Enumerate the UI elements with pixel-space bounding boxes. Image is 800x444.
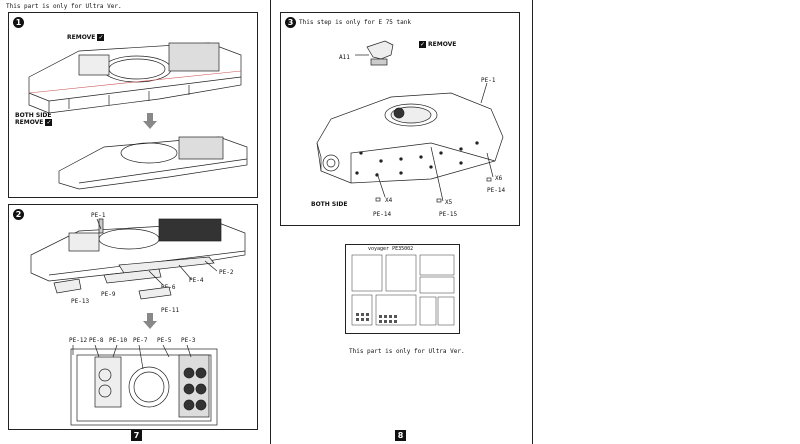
label-pe-10: PE-10 [109, 337, 128, 344]
label-x4: X4 [385, 197, 393, 204]
check-icon: ✓ [97, 34, 105, 41]
step-1-number: 1 [13, 17, 24, 28]
step-3-number: 3 [285, 17, 296, 28]
remove-label: REMOVE ✓ [67, 34, 105, 41]
page-divider-left [270, 0, 271, 444]
step-1-drawing [28, 42, 248, 190]
page-number-left: 7 [131, 430, 142, 441]
arrow-down-icon [143, 313, 157, 329]
label-pe-11: PE-11 [161, 307, 180, 314]
pe-fret-drawing [351, 254, 455, 326]
fret-brand: voyager PE35002 [368, 246, 414, 252]
step-2-panel: 2 PE-1 PE-2 PE-4 PE-6 PE-9 PE-11 PE-13 P… [8, 204, 258, 430]
label-pe-13: PE-13 [71, 298, 90, 305]
pe-fret: voyager PE35002 [345, 244, 460, 334]
label-pe-1: PE-1 [481, 77, 496, 84]
label-pe-3: PE-3 [181, 337, 196, 344]
label-pe-1: PE-1 [91, 212, 106, 219]
step-2-number: 2 [13, 209, 24, 220]
header-note: This part is only for Ultra Ver. [6, 3, 122, 10]
label-pe-9: PE-9 [101, 291, 116, 298]
part-a11: A11 [339, 54, 350, 61]
page-number-right: 8 [395, 430, 406, 441]
label-pe-12: PE-12 [69, 337, 88, 344]
check-icon: ✓ [45, 119, 53, 126]
step-3-title: This step is only for E 75 tank [299, 19, 411, 26]
label-pe-14-left: PE-14 [373, 211, 392, 218]
step-3-drawing [316, 40, 504, 203]
label-pe-15: PE-15 [439, 211, 458, 218]
page-divider-right [532, 0, 533, 444]
remove-label-2: REMOVE ✓ [15, 119, 53, 126]
both-side-label: BOTH SIDE [15, 112, 52, 119]
both-side-label-3: BOTH SIDE [311, 201, 348, 208]
label-pe-7: PE-7 [133, 337, 148, 344]
label-pe-8: PE-8 [89, 337, 104, 344]
label-x6: X6 [495, 175, 503, 182]
label-pe-4: PE-4 [189, 277, 204, 284]
remove-label-3: ✓REMOVE [419, 41, 457, 48]
label-pe-14-right: PE-14 [487, 187, 506, 194]
label-pe-2: PE-2 [219, 269, 234, 276]
fret-note: This part is only for Ultra Ver. [349, 348, 465, 355]
label-x5: X5 [445, 199, 453, 206]
label-pe-5: PE-5 [157, 337, 172, 344]
arrow-down-icon [143, 113, 157, 129]
step-3-panel: 3 This step is only for E 75 tank A11 ✓R… [280, 12, 520, 226]
step-1-panel: 1 REMOVE ✓ BOTH SIDE REMOVE ✓ [8, 12, 258, 198]
check-icon: ✓ [419, 41, 426, 48]
step-2-drawing [30, 218, 246, 426]
